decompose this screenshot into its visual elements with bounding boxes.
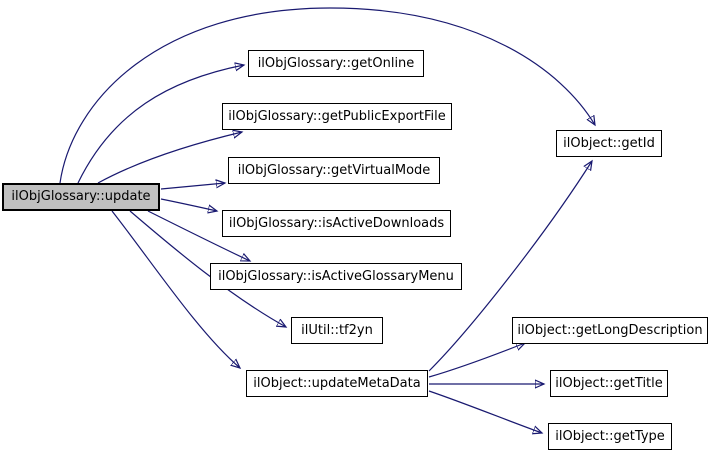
node-ilobjglossary-getonline[interactable]: ilObjGlossary::getOnline: [248, 50, 424, 77]
edge-updatemetadata-to-getid: [428, 161, 592, 372]
node-ilobject-gettype[interactable]: ilObject::getType: [548, 423, 672, 450]
node-ilutil-tf2yn[interactable]: ilUtil::tf2yn: [291, 317, 383, 344]
edge-update-to-updatemetadata: [111, 210, 240, 368]
node-ilobjglossary-getpublicexportfile[interactable]: ilObjGlossary::getPublicExportFile: [222, 103, 452, 130]
edge-update-to-tf2yn: [129, 210, 286, 327]
edge-update-to-isactiveglossarymenu: [147, 210, 250, 261]
node-ilobject-getlongdescription[interactable]: ilObject::getLongDescription: [512, 317, 708, 344]
edge-update-to-getid: [59, 7, 595, 184]
edge-update-to-getvirtualmode: [160, 183, 225, 190]
edge-update-to-getpublicexportfile: [97, 132, 242, 184]
node-ilobjglossary-getvirtualmode[interactable]: ilObjGlossary::getVirtualMode: [228, 157, 440, 184]
edge-updatemetadata-to-gettype: [428, 390, 542, 433]
node-ilobject-updatemetadata[interactable]: ilObject::updateMetaData: [246, 370, 428, 397]
edge-update-to-getonline: [77, 65, 244, 184]
node-ilobject-gettitle[interactable]: ilObject::getTitle: [550, 370, 668, 397]
edge-updatemetadata-to-getlongdescription: [428, 343, 525, 378]
node-ilobjglossary-isactiveglossarymenu[interactable]: ilObjGlossary::isActiveGlossaryMenu: [210, 263, 462, 290]
node-ilobjglossary-update[interactable]: ilObjGlossary::update: [2, 183, 160, 211]
edge-update-to-isactivedownloads: [160, 198, 217, 211]
node-ilobject-getid[interactable]: ilObject::getId: [556, 130, 662, 157]
node-ilobjglossary-isactivedownloads[interactable]: ilObjGlossary::isActiveDownloads: [222, 210, 451, 237]
